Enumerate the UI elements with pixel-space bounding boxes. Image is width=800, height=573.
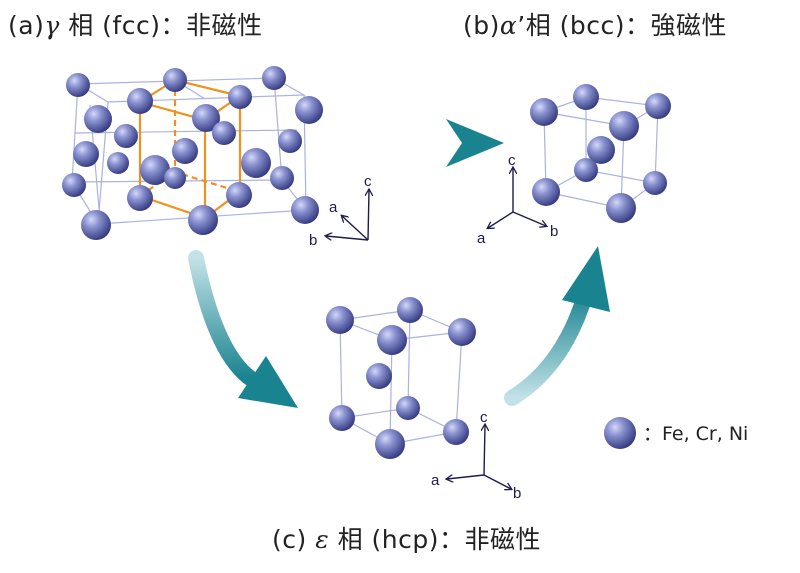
hcp-axis-a-label: a: [431, 472, 440, 489]
hcp-atom: [366, 363, 392, 389]
hcp-axis-c-label: c: [480, 409, 488, 426]
bcc-atom: [609, 111, 639, 141]
title-fcc-greek: γ: [44, 11, 60, 40]
title-bcc-greek: α: [499, 11, 518, 40]
bcc-structure: c a b: [477, 84, 671, 247]
fcc-atom: [295, 96, 323, 124]
arrow-fcc-to-bcc: [332, 119, 504, 167]
fcc-atom: [81, 210, 111, 240]
fcc-atom: [84, 105, 112, 133]
fcc-atom: [172, 138, 198, 164]
bcc-atom: [645, 93, 671, 119]
fcc-atom: [62, 173, 86, 197]
fcc-axis-a-label: a: [329, 199, 338, 216]
fcc-atom: [278, 129, 302, 153]
fcc-atom: [140, 155, 170, 185]
fcc-atom: [212, 121, 236, 145]
fcc-atom: [228, 85, 252, 109]
fcc-atom: [188, 205, 218, 235]
title-hcp-suffix: 相 (hcp)：非磁性: [337, 525, 542, 554]
title-fcc-prefix: (a): [8, 11, 45, 40]
title-fcc-suffix: 相 (fcc)：非磁性: [68, 11, 263, 40]
fcc-atom: [107, 152, 129, 174]
bcc-atom: [643, 171, 667, 195]
bcc-atom: [573, 84, 599, 110]
hcp-atom: [329, 405, 355, 431]
bcc-atom: [606, 193, 636, 223]
fcc-atom: [163, 68, 187, 92]
bcc-axes: [488, 168, 546, 228]
hcp-atom: [375, 429, 405, 459]
hcp-structure: c a b: [326, 297, 521, 502]
fcc-atom: [127, 88, 153, 114]
title-hcp-prefix: (c): [272, 525, 307, 554]
fcc-atom: [241, 148, 271, 178]
fcc-structure: c a b: [62, 66, 372, 249]
title-bcc: (b)α’相 (bcc)：強磁性: [463, 6, 727, 42]
hcp-atom: [448, 318, 476, 346]
title-hcp: (c) ε 相 (hcp)：非磁性: [272, 520, 541, 556]
fcc-atoms: [62, 66, 323, 240]
fcc-atom: [192, 104, 220, 132]
fcc-axis-c-label: c: [364, 173, 372, 190]
hcp-atom: [397, 297, 423, 323]
bcc-axis-c-label: c: [508, 152, 516, 169]
hcp-atom: [443, 419, 469, 445]
bcc-axis-a-label: a: [477, 230, 486, 247]
legend-atom-icon: [604, 417, 636, 449]
hcp-axis-b-label: b: [513, 485, 521, 502]
bcc-atom: [574, 158, 598, 182]
hcp-atoms: [326, 297, 476, 459]
bcc-atoms: [530, 84, 671, 223]
fcc-atom: [114, 124, 138, 148]
fcc-atom: [164, 167, 186, 189]
arrow-fcc-to-hcp: [188, 250, 298, 408]
bcc-atom: [587, 136, 615, 164]
fcc-atom: [226, 182, 252, 208]
fcc-atom: [291, 196, 319, 224]
legend-label: ：Fe, Cr, Ni: [643, 423, 749, 445]
fcc-atom: [73, 141, 99, 167]
hcp-atom: [326, 306, 354, 334]
fcc-atom: [66, 73, 90, 97]
fcc-axis-b-label: b: [309, 232, 317, 249]
bcc-axis-b-label: b: [550, 223, 558, 240]
title-bcc-prefix: (b): [463, 11, 500, 40]
bcc-atom: [532, 178, 560, 206]
title-bcc-suffix: ’相 (bcc)：強磁性: [517, 11, 728, 40]
arrow-hcp-to-bcc: [504, 246, 610, 406]
fcc-atom: [127, 185, 153, 211]
bcc-atom: [530, 98, 558, 126]
fcc-atom: [262, 66, 286, 90]
title-hcp-greek: ε: [315, 525, 330, 554]
fcc-atom: [270, 166, 294, 190]
fcc-axes: [326, 190, 369, 241]
title-fcc: (a)γ 相 (fcc)：非磁性: [8, 6, 262, 42]
hcp-atom: [396, 396, 420, 420]
hcp-axes: [447, 425, 511, 489]
hcp-atom: [377, 325, 407, 355]
